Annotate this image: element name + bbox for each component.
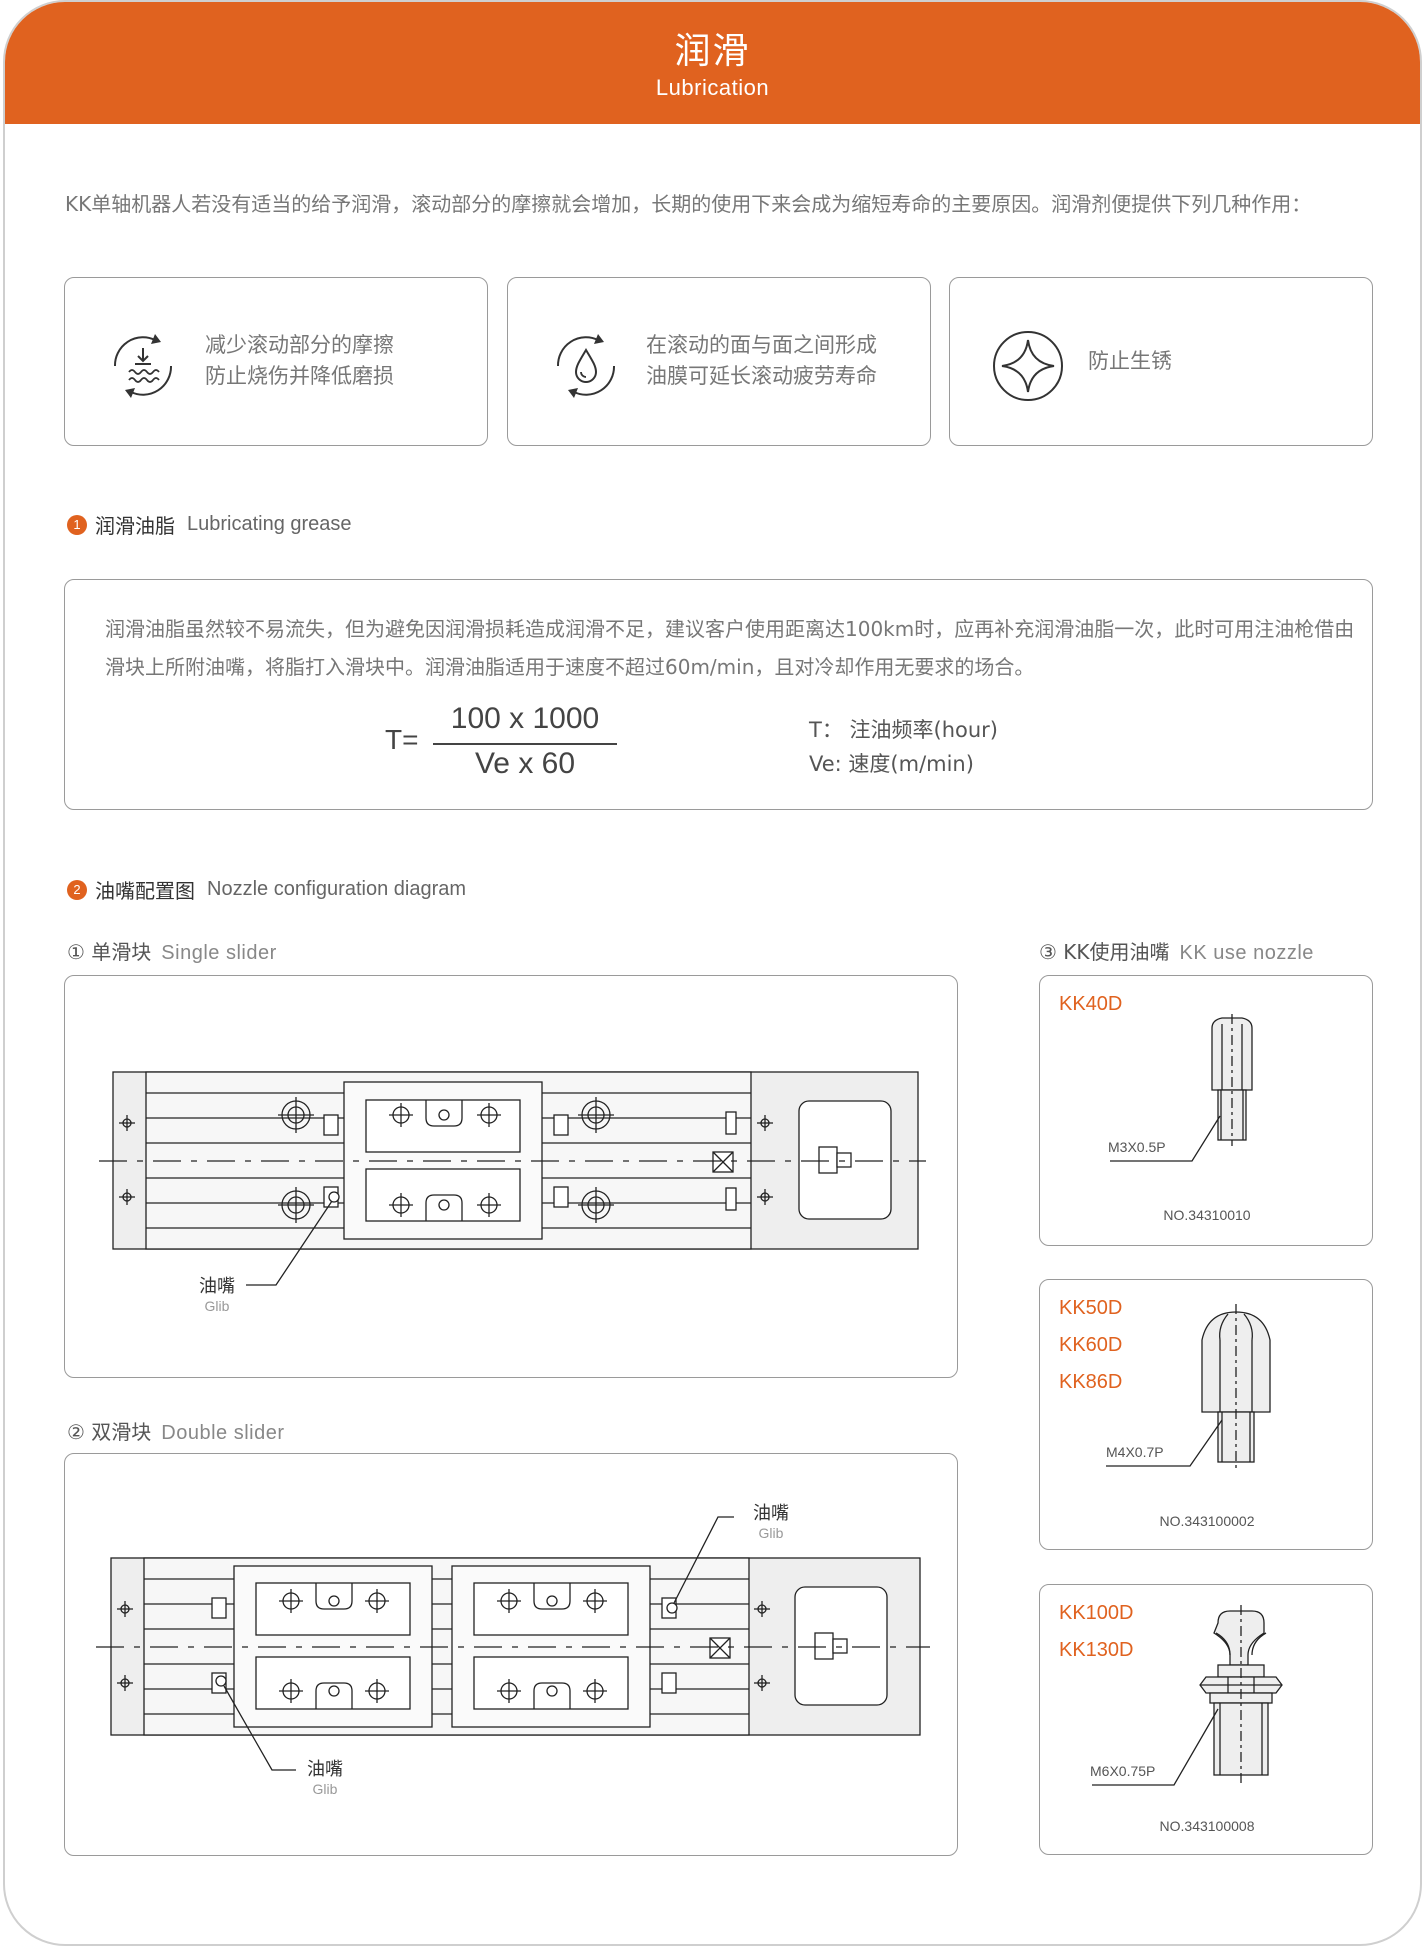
grease-section-title: 1 润滑油脂 Lubricating grease [67,510,352,539]
feature-box-rust: 防止生锈 [949,277,1373,446]
formula-lhs: T= [385,724,419,755]
single-slider-title: ① 单滑块 Single slider [67,936,277,965]
page: 润滑 Lubrication KK单轴机器人若没有适当的给予润滑，滚动部分的摩擦… [3,0,1422,1946]
nozzle-card-kk40: KK40D M3X0.5P NO.34310010 [1039,975,1373,1246]
legend-desc: 速度(m/min) [848,752,974,776]
legend-t: T： 注油频率(hour) [809,714,998,744]
legend-desc: 注油频率(hour) [849,718,999,742]
grease-box [64,579,1373,810]
section-title-en: Lubricating grease [187,513,352,535]
legend-key: T： [809,718,843,742]
nozzle-section-title: 2 油嘴配置图 Nozzle configuration diagram [67,875,466,904]
formula-numerator: 100 x 1000 [450,702,600,735]
nozzle-model: KK86D [1059,1371,1123,1393]
intro-text: KK单轴机器人若没有适当的给予润滑，滚动部分的摩擦就会增加，长期的使用下来会成为… [65,192,1312,216]
fraction-bar [433,743,617,745]
nozzle-thread: M3X0.5P [1108,1139,1166,1155]
feature-line: 在滚动的面与面之间形成 [646,333,877,357]
callout-cn: 油嘴 [307,1759,343,1780]
legend-ve: Ve: 速度(m/min) [809,748,974,778]
nozzle-card-kk50: KK50D KK60D KK86D M4X0.7P NO.343100002 [1039,1279,1373,1550]
double-slider-callout-top: 油嘴 Glib [741,1499,801,1541]
subtitle-cn: ② 双滑块 [67,1420,152,1444]
nozzle-model: KK50D [1059,1297,1123,1319]
feature-line: 减少滚动部分的摩擦 [205,333,394,357]
section-title-cn: 润滑油脂 [95,514,175,538]
feature-line: 防止生锈 [1088,349,1172,373]
nozzle-model: KK60D [1059,1334,1123,1356]
kk-nozzle-title: ③ KK使用油嘴 KK use nozzle [1039,936,1314,965]
callout-cn: 油嘴 [199,1276,235,1297]
formula-denominator: Ve x 60 [474,747,576,780]
subtitle-en: KK use nozzle [1179,942,1314,964]
double-slider-callout-bottom: 油嘴 Glib [295,1755,355,1797]
nozzle-thread: M4X0.7P [1106,1444,1164,1460]
nozzle-drawing-m6 [1092,1605,1283,1786]
friction-icon [113,334,173,398]
page-title: 润滑 [674,31,751,72]
nozzle-model: KK130D [1059,1639,1134,1661]
double-slider-title: ② 双滑块 Double slider [67,1416,285,1445]
page-header: 润滑 Lubrication [5,2,1420,124]
legend-key: Ve: [809,752,842,776]
callout-en: Glib [312,1781,338,1797]
nozzle-part-number: NO.34310010 [1163,1207,1251,1223]
oil-drop-icon [556,334,616,398]
section-number: 1 [67,514,87,535]
callout-en: Glib [758,1525,784,1541]
single-slider-drawing [99,1071,926,1286]
subtitle-cn: ③ KK使用油嘴 [1039,940,1170,964]
section-title-en: Nozzle configuration diagram [207,878,467,900]
feature-line: 油膜可延长滚动疲劳寿命 [646,364,877,388]
nozzle-part-number: NO.343100008 [1159,1818,1255,1834]
nozzle-drawing-m3 [1110,1014,1253,1162]
single-slider-callout: 油嘴 Glib [187,1272,247,1314]
nozzle-part-number: NO.343100002 [1159,1513,1255,1529]
grease-description: 润滑油脂虽然较不易流失，但为避免因润滑损耗造成润滑不足，建议客户使用距离达100… [105,617,1355,679]
double-slider-drawing [96,1516,930,1771]
subtitle-cn: ① 单滑块 [67,940,152,964]
section-number: 2 [67,879,87,900]
section-title-cn: 油嘴配置图 [95,879,195,903]
nozzle-drawing-m4 [1106,1304,1271,1470]
rust-prevention-icon [993,331,1063,401]
feature-box-friction: 减少滚动部分的摩擦 防止烧伤并降低磨损 [64,277,488,446]
nozzle-card-kk100: KK100D KK130D M6X0.75P NO.343100008 [1039,1584,1373,1855]
callout-en: Glib [204,1298,230,1314]
subtitle-en: Double slider [161,1422,285,1444]
nozzle-thread: M6X0.75P [1090,1763,1156,1779]
callout-cn: 油嘴 [753,1503,789,1524]
subtitle-en: Single slider [161,942,277,964]
feature-line: 防止烧伤并降低磨损 [205,364,394,388]
feature-box-oil-film: 在滚动的面与面之间形成 油膜可延长滚动疲劳寿命 [507,277,931,446]
page-subtitle: Lubrication [655,75,770,100]
nozzle-model: KK100D [1059,1602,1134,1624]
nozzle-model: KK40D [1059,993,1123,1015]
